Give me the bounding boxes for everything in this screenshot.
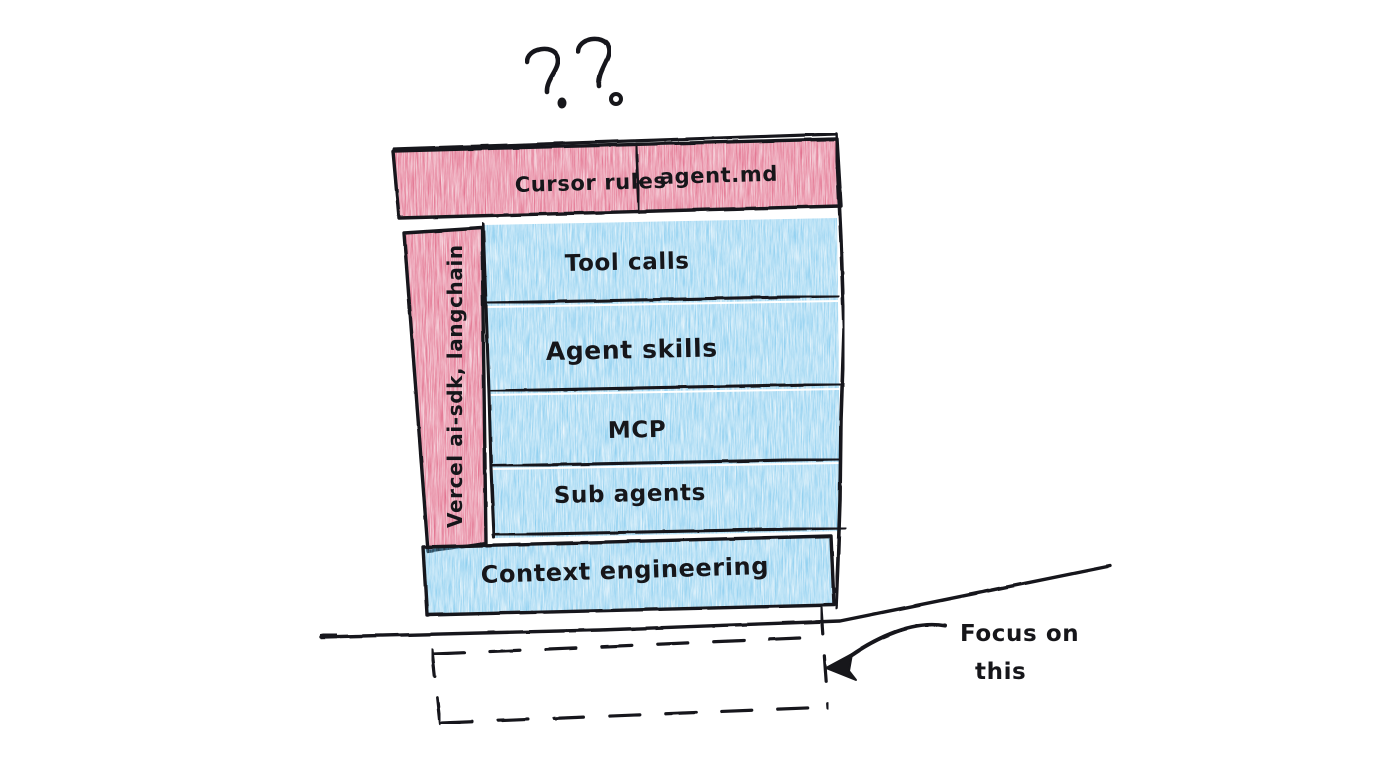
dashed-placeholder-region (430, 606, 832, 726)
dashed-left (430, 648, 442, 726)
agent-skills-fill (486, 302, 839, 394)
stack-outer-frame (392, 132, 846, 610)
mcp-fill (489, 390, 840, 468)
question-marks-group (524, 36, 623, 109)
label-agent-md: agent.md (659, 162, 778, 189)
question-mark-2-dot (609, 92, 623, 106)
left-column-outline (402, 226, 488, 553)
label-mcp: MCP (608, 417, 667, 444)
left-column-fill (404, 228, 486, 551)
label-agent-skills: Agent skills (546, 333, 719, 366)
focus-arrow-curve (836, 622, 947, 667)
tool-calls-fill (484, 218, 838, 306)
dashed-bottom (440, 705, 832, 725)
context-engineering-block (421, 534, 836, 617)
label-cursor-rules: Cursor rules (514, 169, 666, 197)
focus-arrow-head (825, 653, 857, 681)
label-sub-agents: Sub agents (554, 480, 707, 509)
label-focus-on: Focus on (960, 621, 1079, 647)
label-vercel-ai-sdk-langchain: Vercel ai-sdk, langchain (443, 244, 467, 528)
dashed-top (432, 635, 825, 656)
question-mark-2-hook (575, 36, 612, 89)
sub-agents-fill (491, 464, 841, 538)
focus-arrow-group (825, 622, 947, 681)
label-tool-calls: Tool calls (565, 248, 690, 277)
ground-line-group (318, 564, 1112, 640)
top-row-divider (634, 144, 641, 214)
divider-agent-mcp (487, 382, 841, 393)
divider-tool-agent (484, 294, 840, 305)
question-mark-1-dot (557, 97, 567, 109)
ground-line-cap (318, 631, 339, 640)
question-mark-1-hook (524, 46, 561, 95)
divider-sub-context (491, 526, 847, 537)
dashed-right (819, 606, 830, 710)
red-left-column-block (402, 226, 488, 553)
frame-top-edge (392, 132, 838, 151)
label-focus-this: this (975, 659, 1026, 685)
frame-right-edge (834, 132, 846, 610)
blue-stack-left-edge (481, 222, 496, 539)
top-row-fill (394, 140, 840, 217)
ground-line (319, 564, 1112, 639)
context-engineering-outline (421, 534, 836, 617)
blue-stack-block (481, 218, 847, 539)
divider-mcp-sub (489, 457, 842, 468)
context-engineering-fill (424, 537, 833, 614)
